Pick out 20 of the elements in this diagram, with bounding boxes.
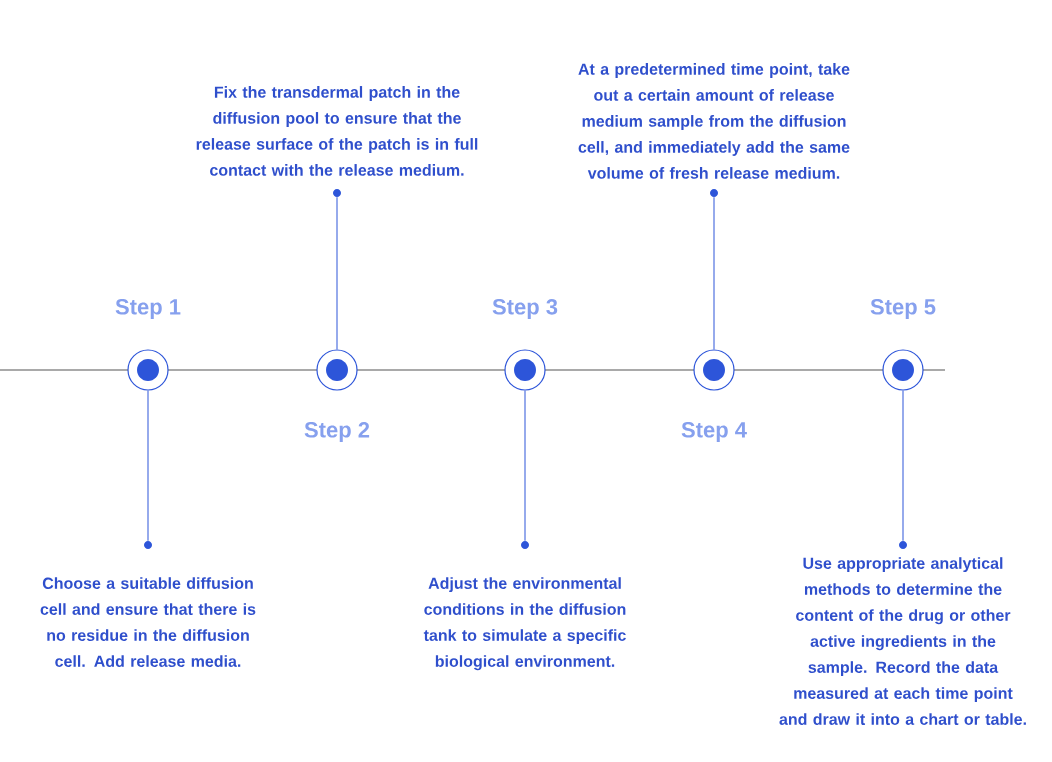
step-label: Step 1 [115,299,181,319]
leader-line [147,390,149,542]
step-label: Step 5 [870,299,936,319]
step-label: Step 2 [304,422,370,442]
leader-line [713,196,715,350]
timeline-marker [504,349,546,391]
step-description: At a predetermined time point, take out a certain amount of release medium sample from the diffusion cell, and immediately add the same volume of fresh release medium. [578,63,850,179]
leader-line [336,196,338,350]
leader-line [524,390,526,542]
step-description: Adjust the environmental conditions in the diffusion tank to simulate a specific biological environment. [423,577,626,671]
step-label: Step 3 [492,299,558,319]
timeline-marker [882,349,924,391]
timeline-marker [693,349,735,391]
timeline-marker [316,349,358,391]
step-description: Use appropriate analytical methods to determine the content of the drug or other active ingredients in the sample. Record the data measured at each time point and draw it into a chart or table. [779,557,1026,725]
step-description: Fix the transdermal patch in the diffusion pool to ensure that the release surface of the patch is in full contact with the release medium. [196,86,478,176]
step-label: Step 4 [681,422,747,442]
step-description: Choose a suitable diffusion cell and ensure that there is no residue in the diffusion cell. Add release media. [40,577,256,667]
timeline-marker [127,349,169,391]
leader-line [902,390,904,542]
